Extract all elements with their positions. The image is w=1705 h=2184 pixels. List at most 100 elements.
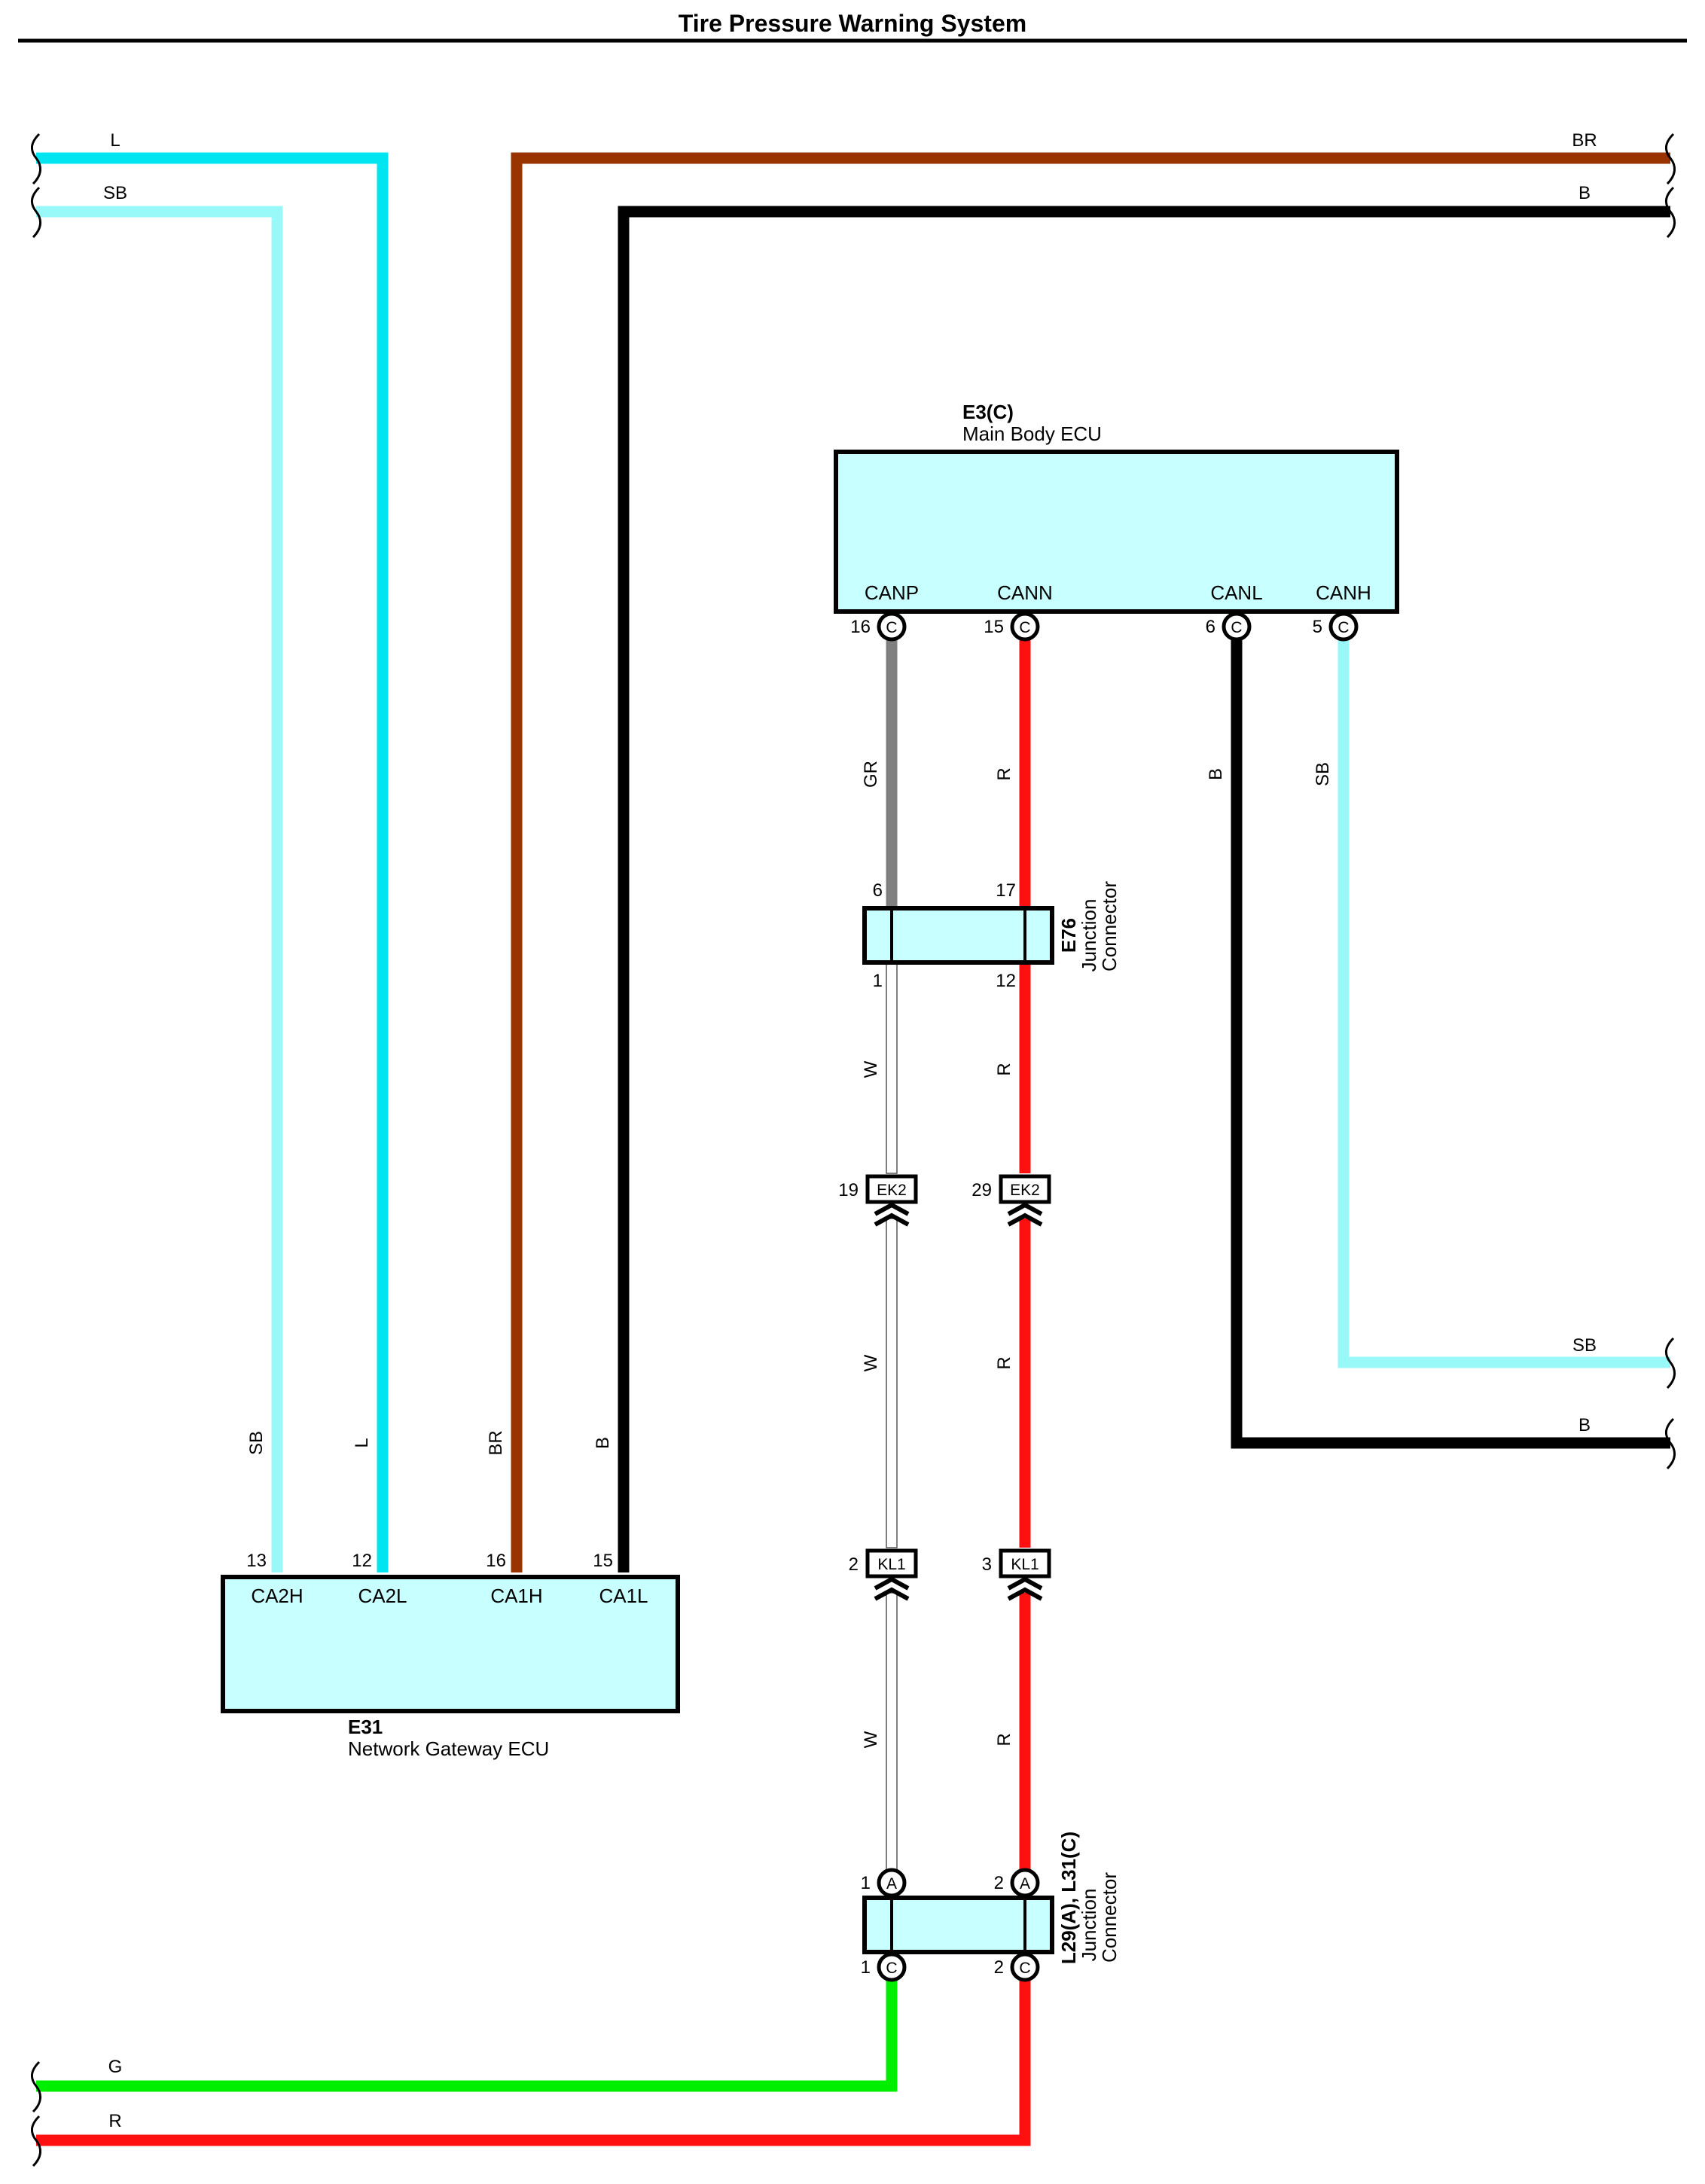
kl1-label-right: KL1 — [1011, 1556, 1039, 1573]
wire-kl1-l29-w — [886, 1592, 898, 1871]
pin-type-letter: A — [1020, 1875, 1030, 1893]
wire-label-top-l: L — [110, 130, 120, 151]
kl1-box-left — [865, 1548, 918, 1579]
ek2-pin-19: 19 — [838, 1180, 859, 1200]
wire-canh-sb — [1337, 639, 1670, 1368]
wire-label-canl: B — [1206, 768, 1226, 780]
pin-type-letter: C — [886, 1960, 897, 1977]
break-mark-left-r — [31, 2115, 41, 2167]
e76-type-line1: Junction — [1078, 899, 1100, 972]
pin-circle — [1010, 1868, 1040, 1898]
pin-number: 5 — [1313, 617, 1322, 637]
e76-type-line2: Connector — [1098, 881, 1121, 972]
pin-number: 16 — [850, 617, 871, 637]
wire-r-bottom — [36, 1981, 1031, 2146]
kl1-pin-2: 2 — [849, 1554, 859, 1575]
inline-connector-kl1: KL1 2 KL1 3 — [849, 1548, 1051, 1601]
pin-circle — [877, 1952, 907, 1982]
ek2-label-left: EK2 — [877, 1182, 907, 1199]
pin-type-letter: C — [1337, 619, 1349, 636]
pin-type-letter: C — [1019, 1960, 1030, 1977]
wire-label-ek2-r: R — [994, 1356, 1014, 1369]
kl1-label-left: KL1 — [877, 1556, 905, 1573]
l29-top-pin-1: 1 — [861, 1873, 871, 1893]
kl1-box-right — [999, 1548, 1051, 1579]
wire-label-bottom-r: R — [108, 2111, 121, 2131]
main-body-ecu-terminal-canh: CANH — [1316, 581, 1371, 604]
pin-number: 6 — [1206, 617, 1215, 637]
l29-type-line2: Connector — [1098, 1872, 1121, 1963]
gateway-terminal-ca1h: CA1H — [490, 1585, 542, 1607]
wire-label-kl1-r: R — [994, 1733, 1014, 1746]
ek2-chevron-right — [1007, 1202, 1043, 1227]
pin-circle — [877, 612, 907, 642]
wire-canl-b — [1231, 639, 1670, 1449]
wire-label-kl1-w: W — [861, 1731, 881, 1748]
wire-g-bottom — [36, 1981, 898, 2092]
break-mark-right-sb — [1665, 1337, 1676, 1389]
ek2-pin-29: 29 — [971, 1180, 992, 1200]
ek2-label-right: EK2 — [1010, 1182, 1040, 1199]
wire-label-gw-b: B — [593, 1437, 613, 1449]
wire-label-canh: SB — [1313, 762, 1333, 786]
e76-bottom-pin-1: 1 — [873, 971, 883, 991]
ek2-box-left — [865, 1174, 918, 1204]
wire-label-right-b: B — [1578, 1415, 1591, 1435]
wire-label-right-sb: SB — [1572, 1335, 1597, 1356]
ek2-box-right — [999, 1174, 1051, 1204]
wire-label-gw-br: BR — [486, 1430, 506, 1455]
main-body-ecu-terminal-cann: CANN — [997, 581, 1053, 604]
e76-id: E76 — [1057, 918, 1080, 953]
pin-circle — [1328, 612, 1359, 642]
wire-label-e76-w: W — [861, 1060, 881, 1078]
main-body-ecu-pins: C 16 C 15 C 6 C 5 — [850, 612, 1359, 642]
main-body-ecu-id: E3(C) — [962, 401, 1014, 423]
pin-circle — [877, 1868, 907, 1898]
wire-e76-ek2-w — [886, 962, 898, 1174]
pin-type-letter: C — [1231, 619, 1242, 636]
break-mark-right-b — [1665, 186, 1676, 239]
wire-label-bottom-g: G — [108, 2057, 123, 2077]
wire-sb-top — [36, 206, 283, 1572]
pin-circle — [1010, 1952, 1040, 1982]
diagram-title: Tire Pressure Warning System — [679, 10, 1026, 37]
break-mark-left-g — [31, 2060, 41, 2113]
network-gateway-ecu-id: E31 — [348, 1716, 383, 1738]
wire-ek2-kl1-w — [886, 1218, 898, 1548]
break-mark-left-sb — [31, 186, 41, 239]
pin-type-letter: C — [1019, 619, 1030, 636]
e76-top-pin-17: 17 — [996, 880, 1016, 901]
wire-b-top — [618, 206, 1670, 1572]
gateway-terminal-ca2l: CA2L — [358, 1585, 407, 1607]
wire-label-cann: R — [994, 767, 1014, 780]
network-gateway-ecu: 13 12 16 15 CA2H CA2L CA1H CA1L E31 Netw… — [221, 1551, 680, 1760]
wire-label-top-sb: SB — [103, 183, 127, 203]
kl1-pin-3: 3 — [982, 1554, 992, 1575]
wire-label-top-br: BR — [1572, 130, 1597, 151]
break-mark-right-b2 — [1665, 1417, 1676, 1470]
gateway-pin-16: 16 — [486, 1551, 506, 1571]
pin-type-letter: C — [886, 619, 897, 636]
pin-circle — [1222, 612, 1252, 642]
network-gateway-ecu-name: Network Gateway ECU — [348, 1737, 549, 1760]
l29-id: L29(A), L31(C) — [1057, 1832, 1080, 1964]
l29-top-pin-2: 2 — [994, 1873, 1004, 1893]
main-body-ecu-terminal-canp: CANP — [865, 581, 919, 604]
gateway-terminal-ca1l: CA1L — [599, 1585, 648, 1607]
wire-l-top — [36, 152, 389, 1572]
break-mark-left-l — [31, 133, 41, 185]
break-mark-right-br — [1665, 133, 1676, 185]
main-body-ecu: E3(C) Main Body ECU CANP CANN CANL CANH — [834, 401, 1399, 614]
wire-br-top — [511, 152, 1670, 1572]
inline-connector-ek2: EK2 19 EK2 29 — [838, 1174, 1051, 1227]
main-body-ecu-terminal-canl: CANL — [1210, 581, 1262, 604]
kl1-chevron-left — [874, 1576, 910, 1601]
e76-top-pin-6: 6 — [873, 880, 883, 901]
e76-box — [862, 906, 1054, 965]
e76-bottom-pin-12: 12 — [996, 971, 1016, 991]
l29-bottom-pin-1: 1 — [861, 1957, 871, 1978]
pin-number: 15 — [984, 617, 1004, 637]
pin-type-letter: A — [886, 1875, 897, 1893]
wire-label-gw-sb: SB — [246, 1431, 267, 1455]
